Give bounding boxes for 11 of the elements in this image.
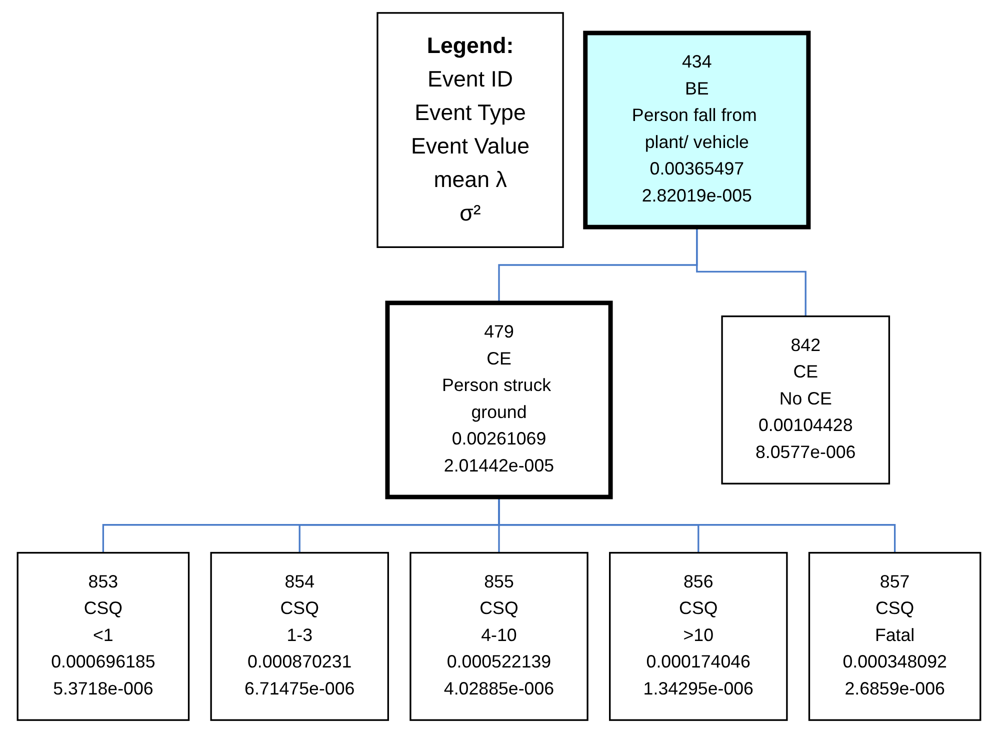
node-box: 854 CSQ 1-3 0.000870231 6.71475e-006 [210,552,389,721]
connector [498,497,896,553]
node-box: 853 CSQ <1 0.000696185 5.3718e-006 [16,552,190,721]
node-box: 842 CE No CE 0.00104428 8.0577e-006 [721,315,890,484]
node-box: 434 BE Person fall from plant/ vehicle 0.00365497 2.82019e-005 [583,30,811,230]
node-box: 855 CSQ 4-10 0.000522139 4.02885e-006 [410,552,588,721]
node-box: 857 CSQ Fatal 0.000348092 2.6859e-006 [808,552,982,721]
connector [696,227,806,316]
node-box: 856 CSQ >10 0.000174046 1.34295e-006 [609,552,788,721]
node-box: Legend: Event ID Event Type Event Value mean λ σ² [376,12,564,248]
node-box: 479 CE Person struck ground 0.00261069 2.01442e-005 [385,300,613,500]
